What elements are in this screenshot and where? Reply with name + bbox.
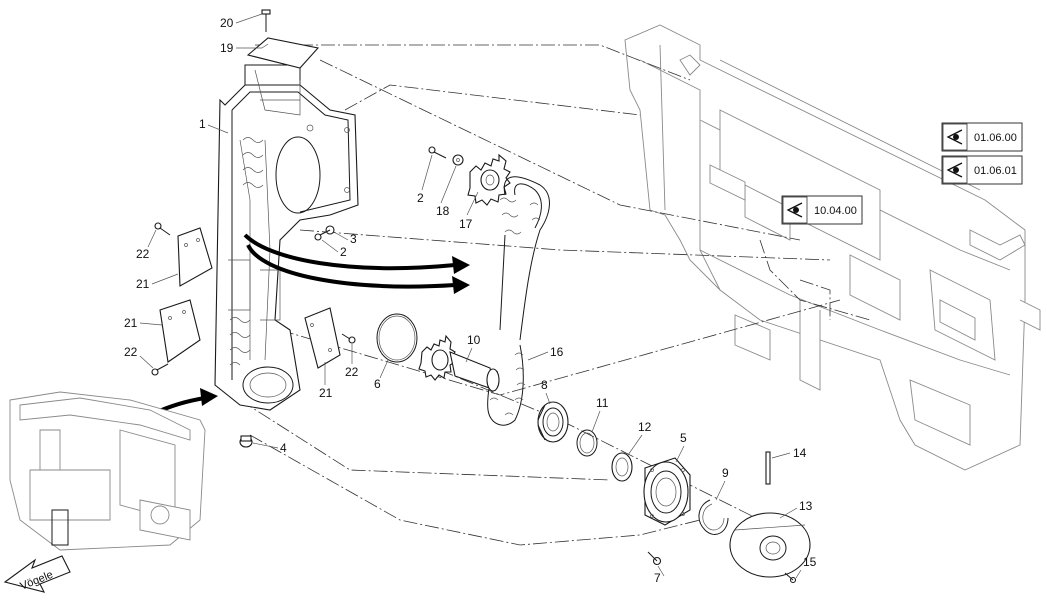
chain-upper bbox=[499, 176, 550, 341]
reference-box-01-06-00[interactable]: 01.06.00 bbox=[941, 122, 1023, 152]
callouts: 20 19 1 2 18 17 3 2 22 21 21 22 22 21 6 … bbox=[124, 13, 817, 585]
plug-4 bbox=[239, 435, 253, 448]
callout-8: 8 bbox=[541, 378, 548, 392]
callout-2-lower: 2 bbox=[340, 245, 347, 259]
direction-sign: Vögele bbox=[3, 555, 71, 593]
arrow-sign-icon bbox=[3, 555, 71, 593]
circlip-11 bbox=[576, 429, 598, 457]
callout-20: 20 bbox=[220, 16, 234, 30]
callout-5: 5 bbox=[680, 431, 687, 445]
bolt-20 bbox=[261, 9, 271, 32]
screw-3 bbox=[314, 225, 335, 241]
inspection-cover-right bbox=[304, 307, 341, 369]
callout-2-upper: 2 bbox=[417, 191, 424, 205]
callout-12: 12 bbox=[638, 420, 652, 434]
callout-9: 9 bbox=[722, 466, 729, 480]
inspection-cover-upper bbox=[177, 227, 213, 287]
reference-label: 10.04.00 bbox=[814, 205, 857, 217]
screw-22-top bbox=[154, 222, 171, 236]
callout-14: 14 bbox=[793, 446, 807, 460]
callout-7: 7 bbox=[654, 571, 661, 585]
screw-22-right bbox=[341, 333, 356, 344]
callout-21-right: 21 bbox=[319, 386, 333, 400]
callout-4: 4 bbox=[280, 441, 287, 455]
callout-1: 1 bbox=[199, 117, 206, 131]
eye-view-icon bbox=[946, 162, 963, 178]
bolt-2-upper bbox=[428, 146, 447, 159]
callout-19: 19 bbox=[220, 41, 234, 55]
callout-6: 6 bbox=[374, 377, 381, 391]
arrow-head-icon bbox=[452, 256, 470, 274]
paver-machine-thumbnail bbox=[9, 391, 206, 551]
retaining-ring-9 bbox=[698, 499, 729, 535]
callout-10: 10 bbox=[467, 333, 481, 347]
pin-14 bbox=[765, 451, 771, 485]
reference-label: 01.06.01 bbox=[974, 165, 1017, 177]
drive-shaft-10 bbox=[418, 334, 500, 392]
screw-15 bbox=[784, 572, 797, 584]
callout-22-top: 22 bbox=[136, 247, 150, 261]
cover-disc-13 bbox=[729, 512, 811, 578]
chain-case-housing bbox=[214, 64, 359, 411]
callout-15: 15 bbox=[803, 555, 817, 569]
washer-18 bbox=[452, 154, 464, 166]
callout-3: 3 bbox=[350, 232, 357, 246]
screw-22-bottom bbox=[151, 363, 169, 376]
callout-21-upper: 21 bbox=[136, 277, 150, 291]
eye-view-icon bbox=[946, 129, 963, 145]
callout-16: 16 bbox=[550, 345, 564, 359]
o-ring-6 bbox=[376, 313, 418, 363]
callout-18: 18 bbox=[436, 204, 450, 218]
callout-21-lower: 21 bbox=[124, 316, 138, 330]
machine-frame-drawing bbox=[624, 24, 1041, 471]
sprocket-17 bbox=[467, 153, 511, 206]
arrow-head-icon bbox=[452, 276, 470, 294]
arrow-head-icon bbox=[200, 388, 218, 406]
callout-11: 11 bbox=[596, 396, 609, 410]
reference-box-01-06-01[interactable]: 01.06.01 bbox=[941, 155, 1023, 185]
reference-label: 01.06.00 bbox=[974, 132, 1017, 144]
bearing-8 bbox=[537, 401, 569, 443]
screw-7 bbox=[647, 551, 662, 566]
callout-13: 13 bbox=[799, 499, 813, 513]
inspection-cover-lower bbox=[159, 299, 201, 363]
callout-22-right: 22 bbox=[345, 365, 359, 379]
alignment-lines bbox=[239, 44, 871, 546]
seal-12 bbox=[611, 452, 633, 482]
reference-box-10-04-00[interactable]: 10.04.00 bbox=[781, 195, 863, 225]
flange-5 bbox=[643, 457, 691, 526]
cover-plate bbox=[246, 37, 320, 69]
callout-17: 17 bbox=[459, 217, 473, 231]
callout-22-bottom: 22 bbox=[124, 345, 138, 359]
eye-view-icon bbox=[786, 202, 803, 218]
